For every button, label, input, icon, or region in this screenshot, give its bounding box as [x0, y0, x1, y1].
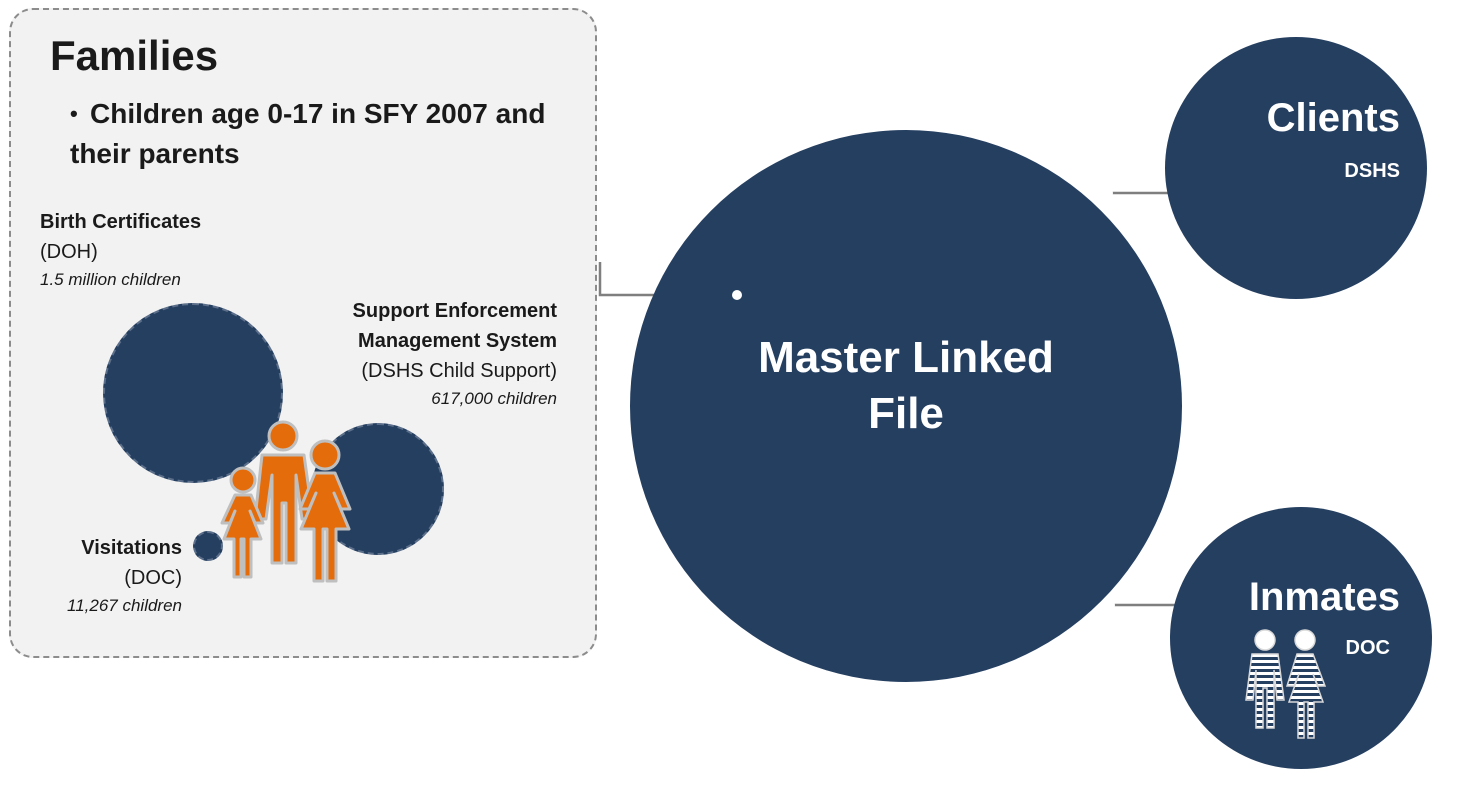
clients-circle: [1165, 37, 1427, 299]
master-label-line1: Master Linked: [758, 333, 1054, 382]
families-title: Families: [50, 32, 219, 79]
families-bullet-text: Children age 0-17 in SFY 2007 and their …: [70, 98, 546, 169]
bullet-icon: •: [70, 101, 78, 126]
birth-certificates-label: Birth Certificates (DOH) 1.5 million chi…: [40, 207, 201, 293]
visitations-circle: [193, 531, 223, 561]
master-label-line2: File: [868, 389, 944, 438]
clients-title: Clients: [1266, 96, 1400, 140]
support-source-count: 617,000 children: [431, 389, 557, 408]
birth-source-agency: (DOH): [40, 241, 98, 263]
birth-source-count: 1.5 million children: [40, 270, 181, 289]
families-panel: [9, 8, 597, 658]
support-source-name-line2: Management System: [358, 330, 557, 352]
master-linked-file-label: Master Linked File: [630, 330, 1182, 442]
families-description: •Children age 0-17 in SFY 2007 and their…: [70, 94, 550, 174]
visitations-source-agency: (DOC): [124, 567, 182, 589]
support-source-name-line1: Support Enforcement: [352, 300, 557, 322]
clients-agency: DSHS: [1344, 160, 1400, 182]
master-linked-file-circle: [630, 130, 1182, 682]
birth-source-name: Birth Certificates: [40, 211, 202, 233]
visitations-source-count: 11,267 children: [67, 596, 182, 615]
inmates-title: Inmates: [1248, 575, 1400, 619]
support-enforcement-label: Support Enforcement Management System (D…: [250, 296, 557, 412]
support-source-agency: (DSHS Child Support): [361, 360, 557, 382]
birth-certificates-circle: [103, 303, 283, 483]
visitations-source-name: Visitations: [81, 537, 182, 559]
visitations-label: Visitations (DOC) 11,267 children: [30, 533, 182, 619]
inmates-agency: DOC: [1345, 637, 1390, 659]
